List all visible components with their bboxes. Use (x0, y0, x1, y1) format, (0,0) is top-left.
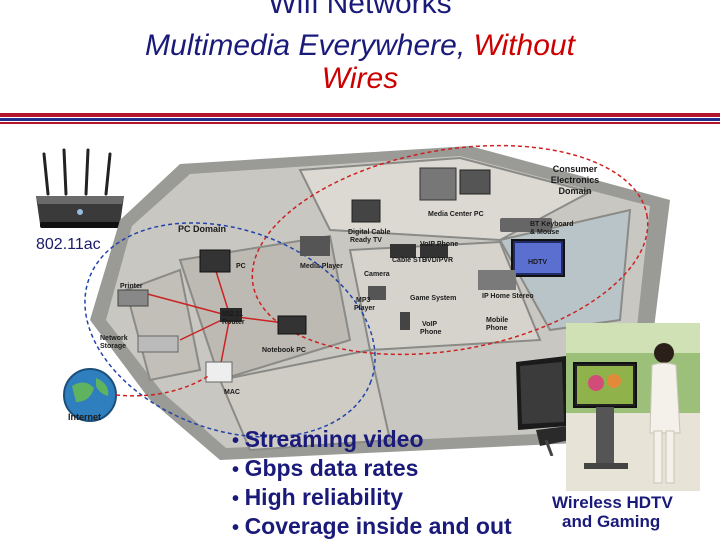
feature-bullet-list: • Streaming video • Gbps data rates • Hi… (232, 426, 512, 542)
svg-text:Consumer: Consumer (553, 164, 598, 174)
bt-keyboard-icon (500, 218, 552, 232)
label-consumer-domain: Consumer Electronics Domain (551, 164, 600, 196)
label-voip-phone-top: VoIP Phone (420, 241, 458, 248)
media-player-icon (300, 236, 330, 256)
label-printer: Printer (120, 283, 143, 290)
label-pc-domain: PC Domain (178, 224, 226, 234)
home-stereo-icon (478, 270, 516, 290)
media-center-pc-icon (419, 167, 457, 201)
notebook-photo (516, 356, 570, 456)
router-80211-icon (220, 308, 242, 322)
router-label: 802.11ac (36, 236, 101, 253)
label-80211-router: 802.11 Router (222, 311, 245, 326)
svg-text:Network: Network (100, 335, 128, 342)
pc-icon (199, 249, 231, 273)
label-mac: MAC (224, 389, 240, 396)
svg-text:Storage: Storage (100, 343, 126, 350)
dvd-pvr-icon (420, 244, 448, 258)
bullet-item: • Gbps data rates (232, 455, 419, 481)
digital-tv-icon (351, 199, 381, 223)
svg-text:MP3: MP3 (356, 297, 371, 304)
svg-text:Phone: Phone (420, 329, 441, 336)
svg-text:802.11: 802.11 (222, 311, 243, 318)
caption-and-gaming: and Gaming (562, 512, 661, 531)
label-dvd-pvr: DVD/PVR (422, 257, 453, 264)
label-camera: Camera (364, 271, 390, 278)
title-rule-red-thin (0, 122, 720, 124)
label-digital-cable: Digital Cable Ready TV (348, 229, 391, 244)
svg-text:& Mouse: & Mouse (530, 229, 559, 236)
label-network-storage: Network Storage (100, 335, 128, 350)
cable-stb-icon (390, 244, 416, 258)
svg-text:Digital Cable: Digital Cable (348, 229, 391, 236)
label-bt-keyboard: BT Keyboard & Mouse (530, 221, 574, 236)
label-notebook-pc: Notebook PC (262, 347, 306, 354)
svg-text:Player: Player (354, 305, 375, 312)
wireless-hdtv-photo (566, 323, 700, 491)
network-storage-icon (137, 335, 179, 353)
notebook-pc-icon (277, 315, 307, 335)
monitor-icon (459, 169, 491, 195)
label-mobile-phone: Mobile Phone (486, 317, 508, 332)
label-media-center-pc: Media Center PC (428, 211, 484, 218)
label-game-system: Game System (410, 295, 456, 302)
label-voip-phone-bottom: VoIP Phone (420, 321, 441, 336)
title-rule-blue (0, 118, 720, 121)
label-media-player: Media Player (300, 263, 343, 270)
mobile-phone-icon (400, 312, 410, 330)
printer-icon (117, 289, 149, 307)
svg-text:BT Keyboard: BT Keyboard (530, 221, 574, 228)
wifi-router-icon (36, 148, 124, 228)
svg-text:Mobile: Mobile (486, 317, 508, 324)
slide-subtitle-line1: Multimedia Everywhere, Without (0, 30, 720, 62)
subtitle-part1: Multimedia Everywhere, (145, 29, 474, 62)
label-cable-stb: Cable STB (392, 257, 427, 264)
bullet-item: • Coverage inside and out (232, 513, 512, 539)
svg-text:Domain: Domain (558, 186, 591, 196)
slide-subtitle-line2: Wires (321, 62, 399, 95)
svg-text:Router: Router (222, 319, 245, 326)
title-rule-red (0, 113, 720, 117)
svg-text:Phone: Phone (486, 325, 507, 332)
game-system-icon (368, 286, 386, 300)
label-mp3-player: MP3 Player (354, 297, 375, 312)
label-pc: PC (236, 263, 246, 270)
label-internet: Internet (68, 412, 101, 422)
label-hdtv: HDTV (528, 259, 547, 266)
slide-title: Wifi Networks (268, 0, 452, 20)
bullet-item: • High reliability (232, 484, 404, 510)
svg-text:Electronics: Electronics (551, 175, 600, 185)
label-ip-home-stereo: IP Home Stereo (482, 293, 534, 300)
bullet-item: • Streaming video (232, 426, 424, 452)
svg-text:Ready TV: Ready TV (350, 237, 382, 244)
subtitle-part2: Without (473, 29, 575, 62)
caption-wireless-hdtv: Wireless HDTV (552, 493, 673, 512)
svg-text:VoIP: VoIP (422, 321, 437, 328)
mac-icon (205, 361, 233, 383)
